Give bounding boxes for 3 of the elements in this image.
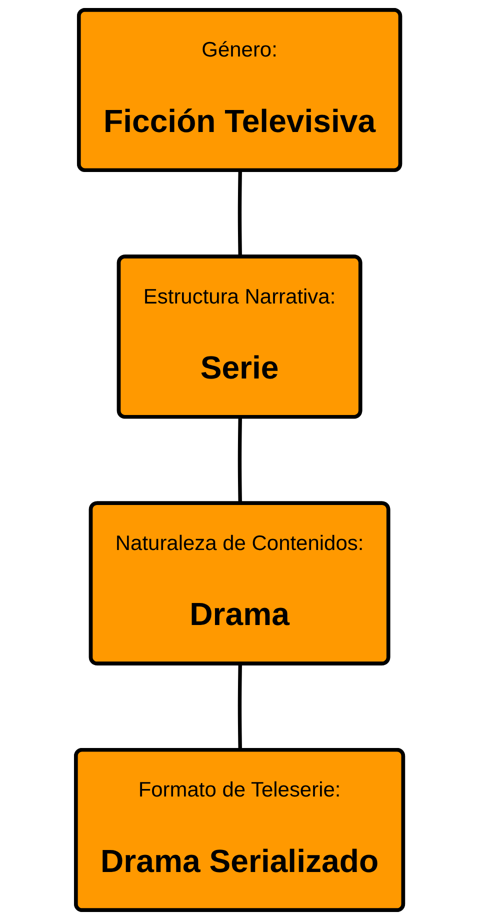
connector [238,170,242,258]
connector [238,664,242,750]
connector [238,417,242,504]
